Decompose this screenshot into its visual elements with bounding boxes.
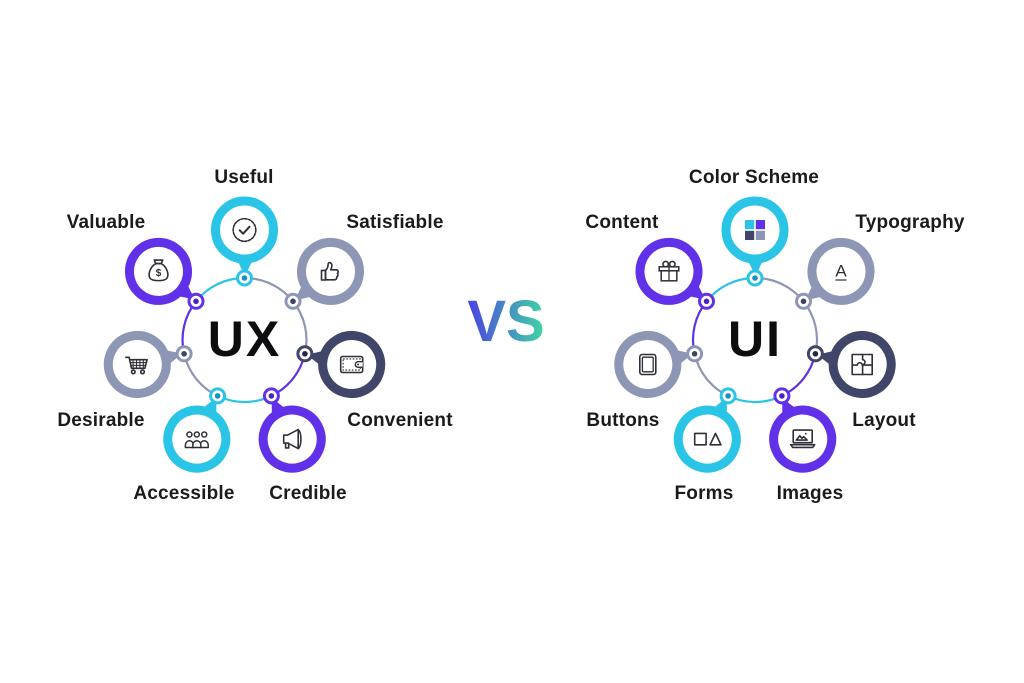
- color-grid-icon: [745, 220, 765, 240]
- bubble-ring: [297, 237, 364, 305]
- shopping-cart-icon: [125, 356, 148, 375]
- bubble-valuable: [125, 237, 193, 305]
- bubble-ring: [163, 405, 231, 473]
- circle-node: [686, 345, 704, 363]
- circle-node: [209, 387, 227, 405]
- label-desirable: Desirable: [57, 410, 145, 431]
- bubble-ring: [103, 331, 171, 398]
- bubble-ring: [125, 237, 192, 305]
- bubble-layout: [820, 331, 896, 398]
- bubble-ring: [614, 331, 682, 398]
- bubble-ring: [673, 405, 741, 473]
- bubble-color-scheme: [721, 196, 789, 272]
- bubble-ring: [258, 405, 326, 473]
- people-icon: [184, 431, 209, 449]
- bubble-useful: [211, 196, 278, 272]
- label-content: Content: [585, 212, 659, 233]
- ux-title: UX: [207, 311, 282, 367]
- bubble-accessible: [163, 400, 231, 473]
- circle-node: [719, 387, 737, 405]
- bubble-ring: [769, 405, 837, 473]
- svg-text:$: $: [156, 268, 162, 279]
- bubble-buttons: [614, 331, 690, 398]
- letter-a-icon: A: [835, 261, 847, 281]
- label-valuable: Valuable: [66, 212, 146, 233]
- check-badge-icon: [232, 217, 257, 243]
- bubble-satisfiable: [296, 237, 364, 305]
- label-typography: Typography: [855, 212, 965, 233]
- shapes-icon: [693, 432, 722, 446]
- circle-node: [773, 387, 791, 405]
- label-satisfiable: Satisfiable: [346, 212, 444, 233]
- label-forms: Forms: [674, 483, 734, 504]
- svg-text:A: A: [835, 261, 847, 280]
- circle-node: [806, 345, 824, 363]
- puzzle-icon: [851, 353, 874, 376]
- label-images: Images: [776, 483, 844, 504]
- bubble-typography: [807, 237, 875, 305]
- bubble-ring: [721, 196, 789, 264]
- label-buttons: Buttons: [586, 410, 660, 431]
- laptop-image-icon: [789, 429, 816, 449]
- bubble-forms: [673, 400, 741, 473]
- gift-icon: [658, 260, 680, 282]
- bubble-ring: [211, 196, 278, 264]
- circle-node: [698, 292, 715, 310]
- circle-node: [262, 387, 280, 405]
- money-bag-icon: $: [148, 259, 169, 282]
- megaphone-icon: [282, 428, 302, 450]
- wallet-icon: [339, 355, 364, 374]
- circle-node: [296, 345, 314, 363]
- label-layout: Layout: [852, 410, 916, 431]
- bubble-ring: [318, 331, 386, 398]
- circle-node: [746, 269, 764, 287]
- circle-node: [175, 345, 193, 363]
- label-useful: Useful: [214, 167, 274, 188]
- label-convenient: Convenient: [347, 410, 453, 431]
- vs-text: VS: [467, 289, 545, 354]
- circle-node: [187, 292, 205, 310]
- bubble-credible: [258, 400, 326, 473]
- ux-diagram: $: [103, 196, 386, 473]
- ui-diagram: A: [614, 196, 896, 473]
- bubble-ring: [807, 237, 875, 305]
- thumbs-up-icon: [320, 261, 339, 281]
- label-credible: Credible: [269, 483, 347, 504]
- circle-node: [236, 269, 253, 287]
- circle-node: [795, 292, 812, 310]
- label-accessible: Accessible: [133, 483, 235, 504]
- bubble-convenient: [310, 331, 386, 398]
- bubble-desirable: [103, 331, 179, 398]
- ui-title: UI: [728, 311, 782, 367]
- button-icon: [638, 353, 657, 376]
- label-color-scheme: Color Scheme: [688, 167, 820, 188]
- bubble-images: [769, 400, 837, 473]
- circle-node: [284, 292, 302, 310]
